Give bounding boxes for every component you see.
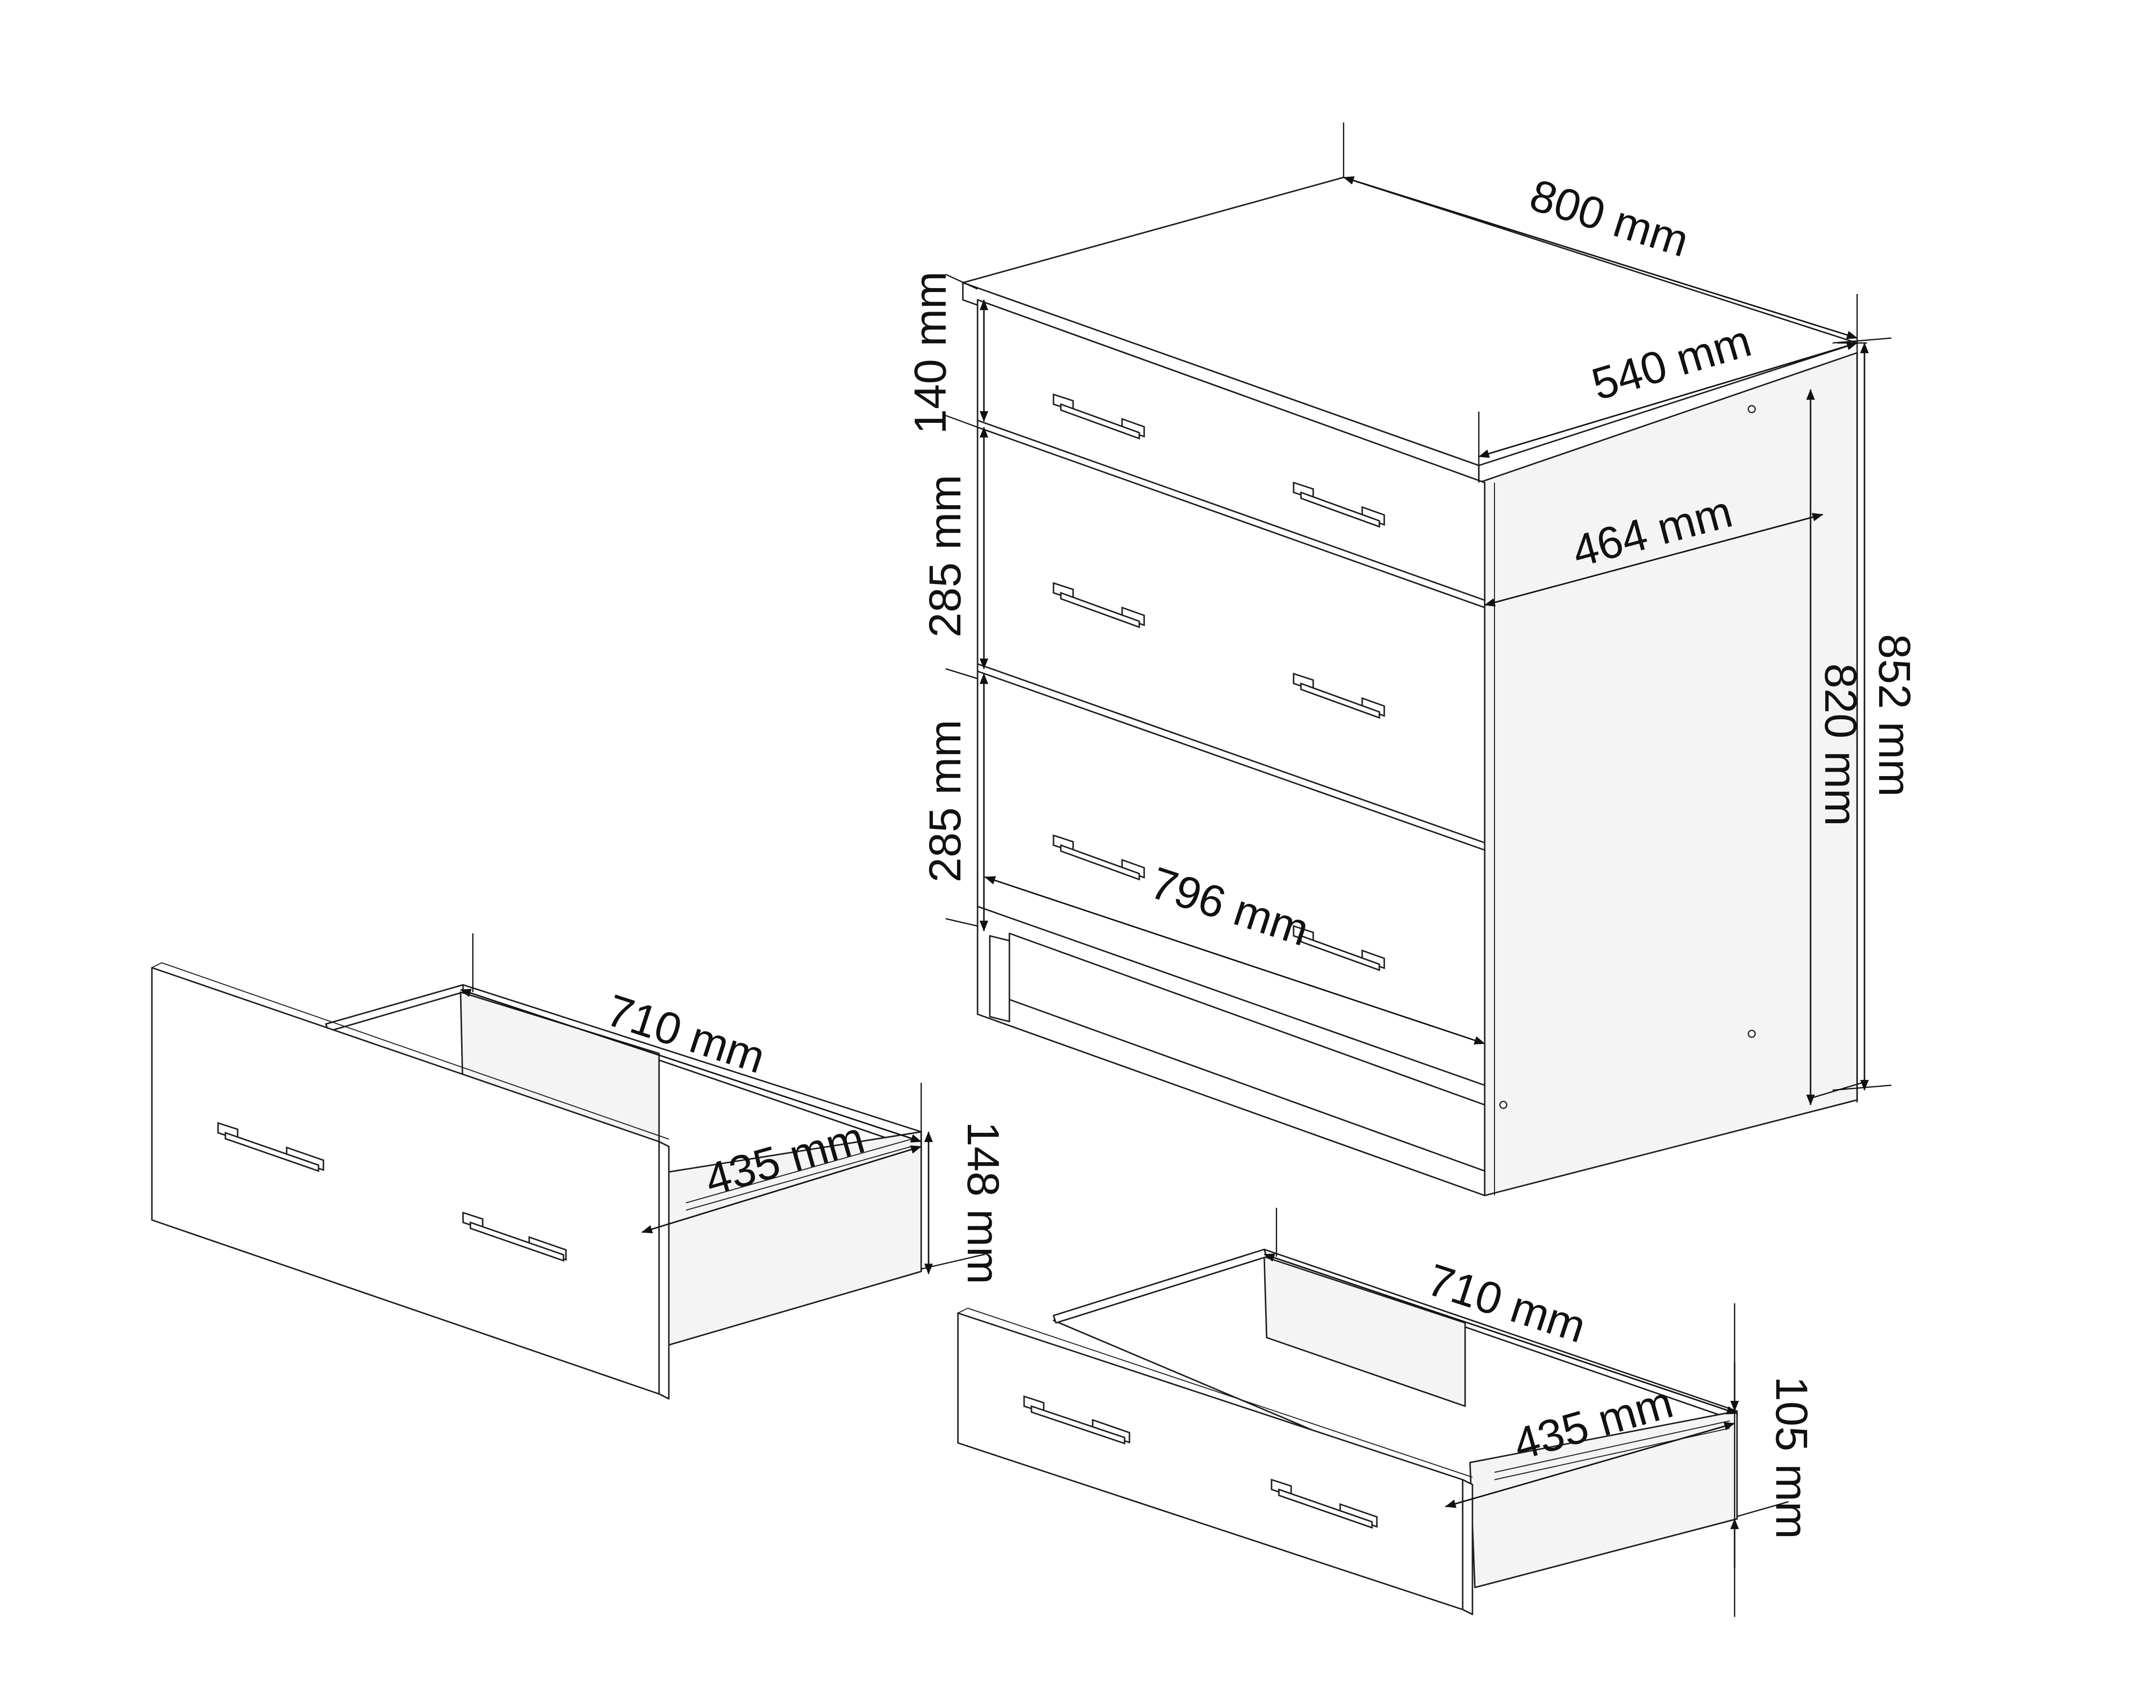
- handle-icon: [1053, 582, 1145, 629]
- dim-height-total-label: 852 mm: [1869, 634, 1919, 797]
- handle-icon: [1271, 1478, 1378, 1529]
- dim-line-big-depth: [641, 1145, 922, 1234]
- dim-line-big-length: [460, 989, 922, 1143]
- drawer-front-2: [977, 426, 1486, 844]
- side-hole-top: [1747, 405, 1756, 414]
- dim-line-width: [1343, 176, 1858, 340]
- dim-line-small-depth: [1445, 1422, 1736, 1508]
- handle-icon: [1293, 672, 1385, 719]
- chest-leg-left: [989, 935, 1010, 1023]
- chest-side-panel: [1478, 352, 1858, 1196]
- dim-line-depth-side: [1484, 512, 1824, 607]
- dim-small-height-label: 105 mm: [1766, 1376, 1816, 1539]
- dim-drawer2-label: 285 mm: [920, 475, 970, 637]
- handle-icon: [217, 1122, 324, 1172]
- dim-drawer1-label: 140 mm: [906, 271, 956, 434]
- handle-icon: [1023, 1395, 1130, 1445]
- dim-line-inner-width: [984, 876, 1486, 1045]
- front-hole: [1499, 1100, 1508, 1109]
- handle-icon: [1053, 393, 1145, 440]
- dim-big-height-label: 148 mm: [958, 1122, 1008, 1284]
- dim-line-small-length: [1263, 1253, 1738, 1415]
- big-drawer: [151, 962, 922, 1400]
- handle-icon: [1293, 481, 1385, 528]
- handle-icon: [462, 1211, 567, 1262]
- dim-height-body-label: 820 mm: [1815, 663, 1865, 826]
- dim-drawer3-label: 285 mm: [920, 720, 970, 882]
- side-hole-bottom: [1747, 1029, 1756, 1038]
- dim-line-depth-top: [1478, 342, 1858, 458]
